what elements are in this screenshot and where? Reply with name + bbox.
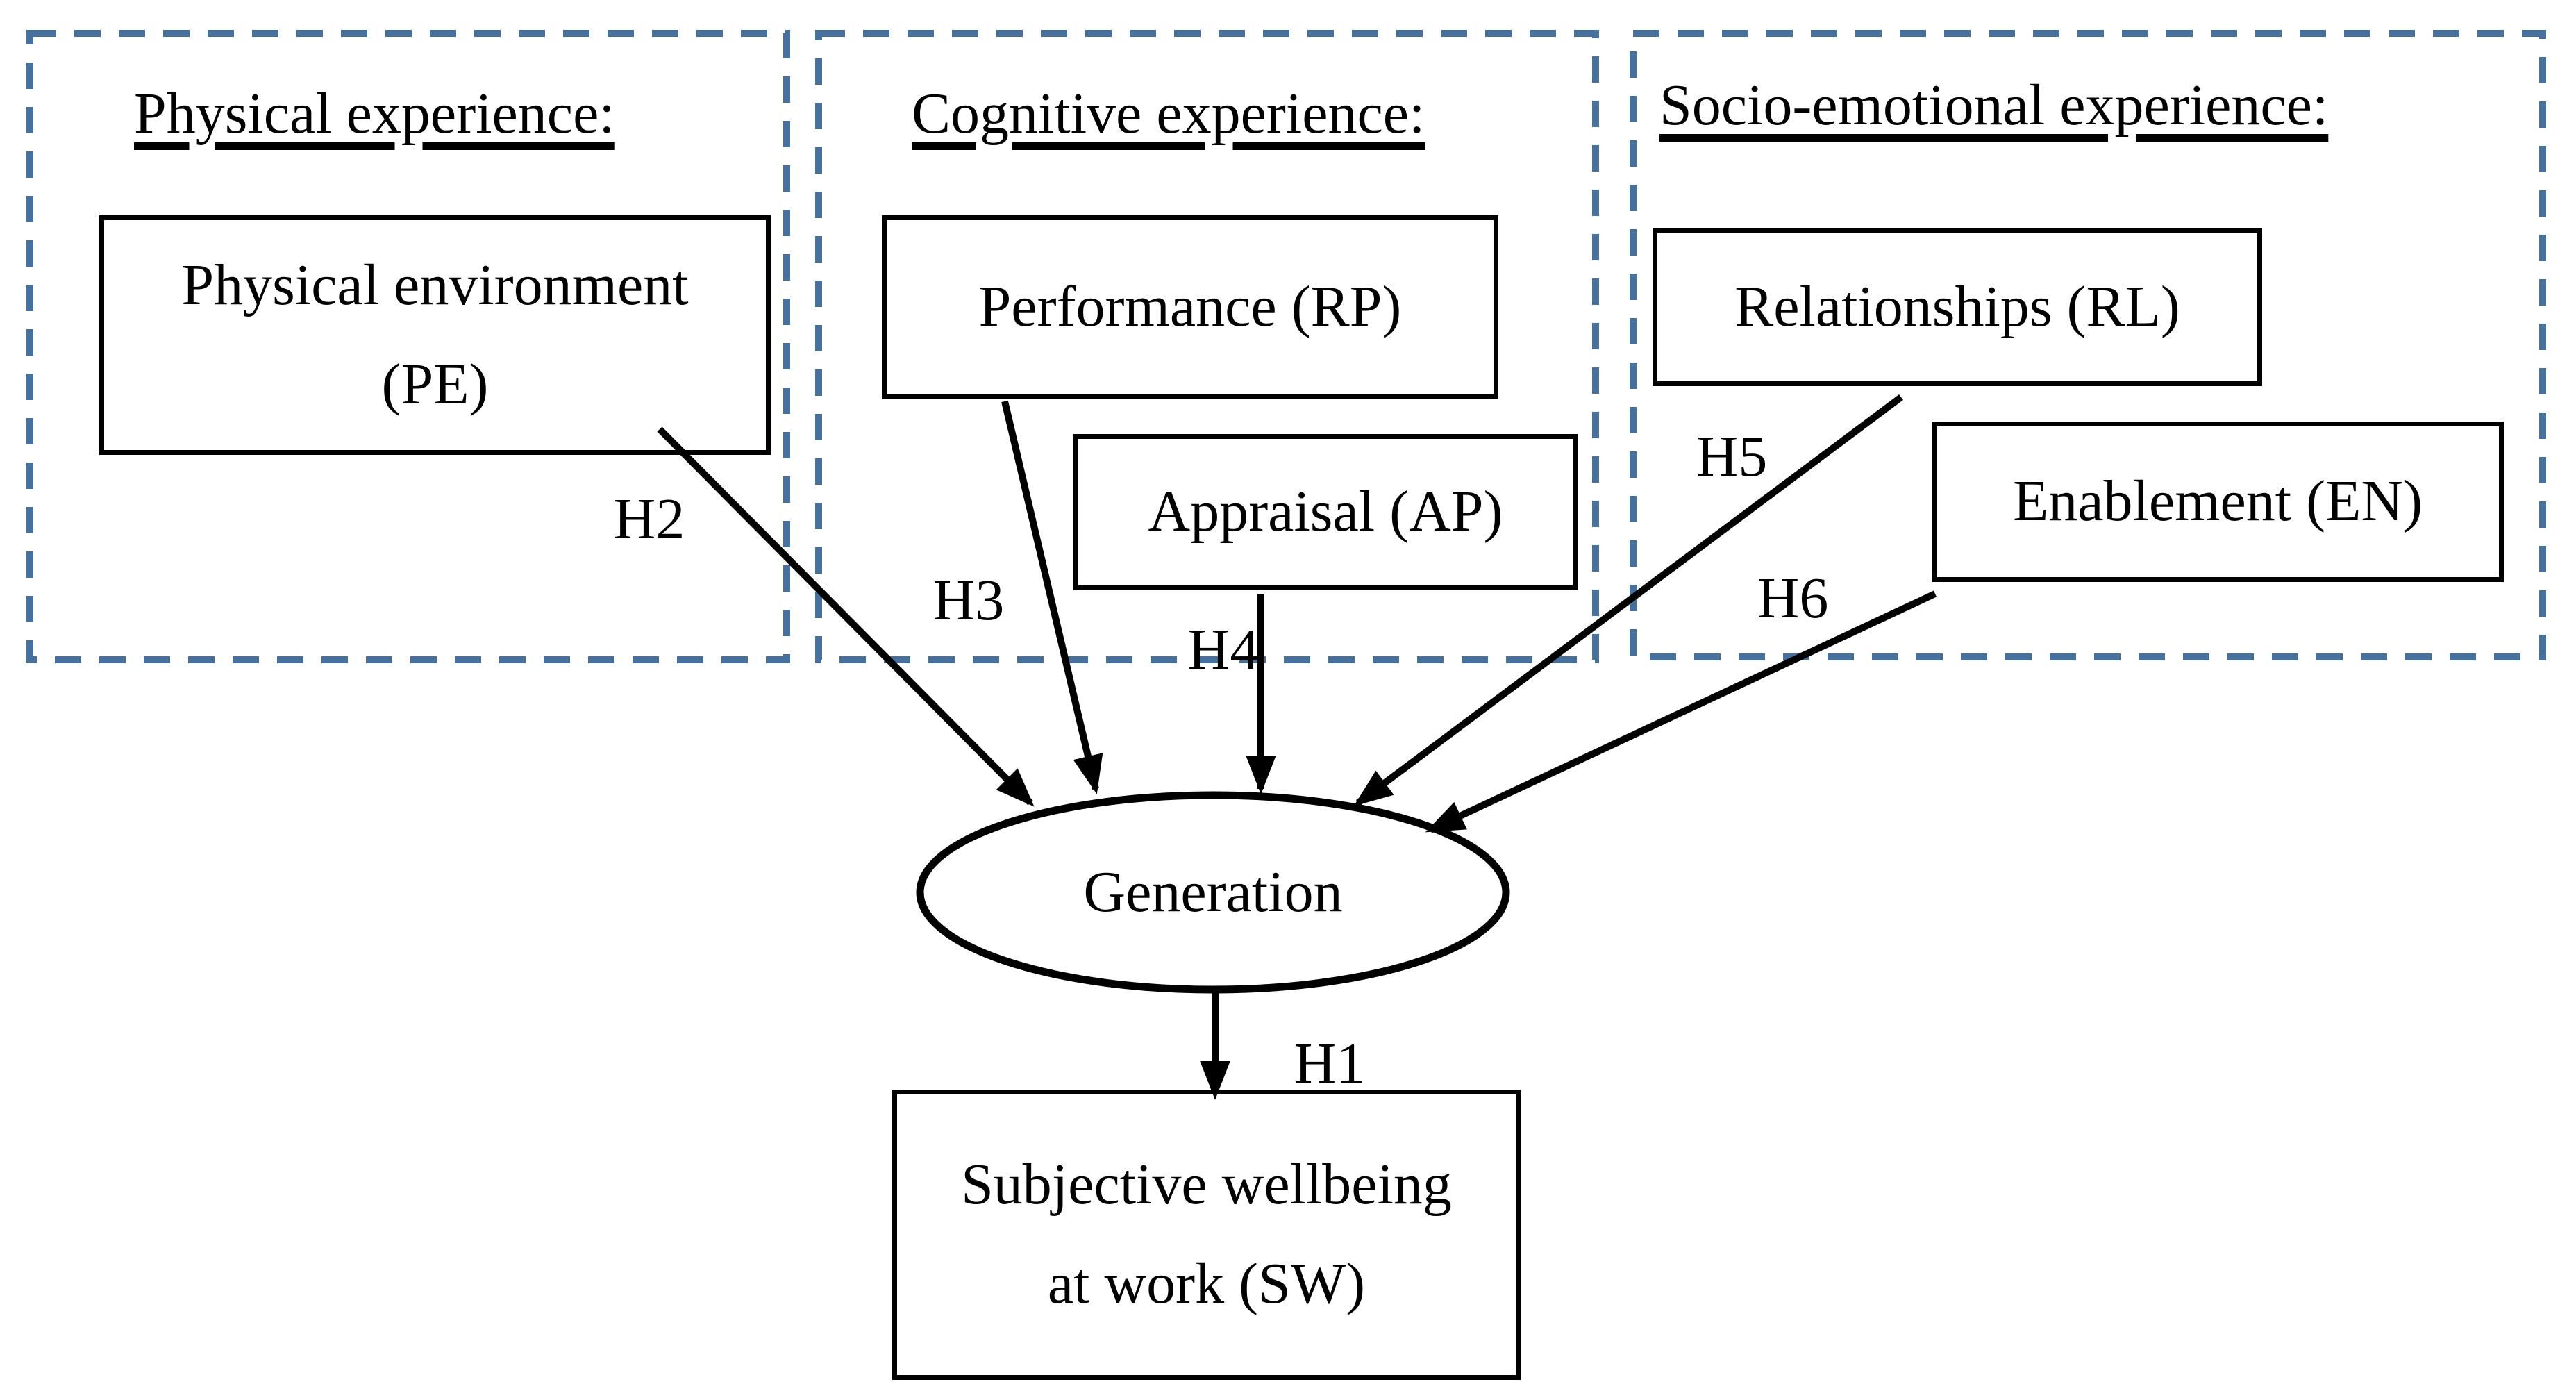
subjective-wellbeing-label-line2: at work (SW) xyxy=(1047,1251,1366,1316)
performance-box: Performance (RP) xyxy=(882,215,1498,399)
appraisal-label: Appraisal (AP) xyxy=(1148,479,1503,544)
socio-emotional-experience-panel-outline xyxy=(1630,30,2546,660)
subjective-wellbeing-box: Subjective wellbeing at work (SW) xyxy=(892,1090,1521,1380)
physical-experience-panel-outline xyxy=(26,30,790,663)
physical-environment-label-line2: (PE) xyxy=(381,351,489,417)
relationships-box: Relationships (RL) xyxy=(1653,228,2262,386)
hypothesis-label-h1: H1 xyxy=(1294,1031,1366,1096)
physical-environment-label-line1: Physical environment xyxy=(181,252,689,317)
hypothesis-label-h3: H3 xyxy=(932,568,1005,633)
enablement-label: Enablement (EN) xyxy=(2012,469,2423,534)
performance-label: Performance (RP) xyxy=(978,274,1402,340)
relationships-label: Relationships (RL) xyxy=(1734,274,2180,339)
appraisal-box: Appraisal (AP) xyxy=(1073,434,1578,590)
socio-emotional-experience-heading: Socio-emotional experience: xyxy=(1659,73,2329,138)
subjective-wellbeing-label-line1: Subjective wellbeing xyxy=(961,1152,1452,1217)
physical-experience-heading: Physical experience: xyxy=(134,81,615,146)
cognitive-experience-panel-outline xyxy=(815,30,1599,663)
arrow-h5-rl-to-generation xyxy=(1353,394,1903,806)
hypothesis-label-h4: H4 xyxy=(1187,617,1260,682)
enablement-box: Enablement (EN) xyxy=(1932,422,2504,582)
hypothesis-label-h2: H2 xyxy=(613,487,685,551)
hypothesis-label-h5: H5 xyxy=(1696,424,1768,489)
physical-environment-box: Physical environment (PE) xyxy=(99,215,771,455)
arrow-h2-pe-to-generation xyxy=(657,426,1035,807)
arrow-h3-rp-to-generation xyxy=(1001,400,1103,794)
generation-node-label: Generation xyxy=(1083,860,1343,924)
generation-ellipse xyxy=(916,791,1510,994)
arrow-h6-en-to-generation xyxy=(1425,590,1937,833)
hypothesis-label-h6: H6 xyxy=(1757,566,1829,631)
cognitive-experience-heading: Cognitive experience: xyxy=(912,81,1425,146)
